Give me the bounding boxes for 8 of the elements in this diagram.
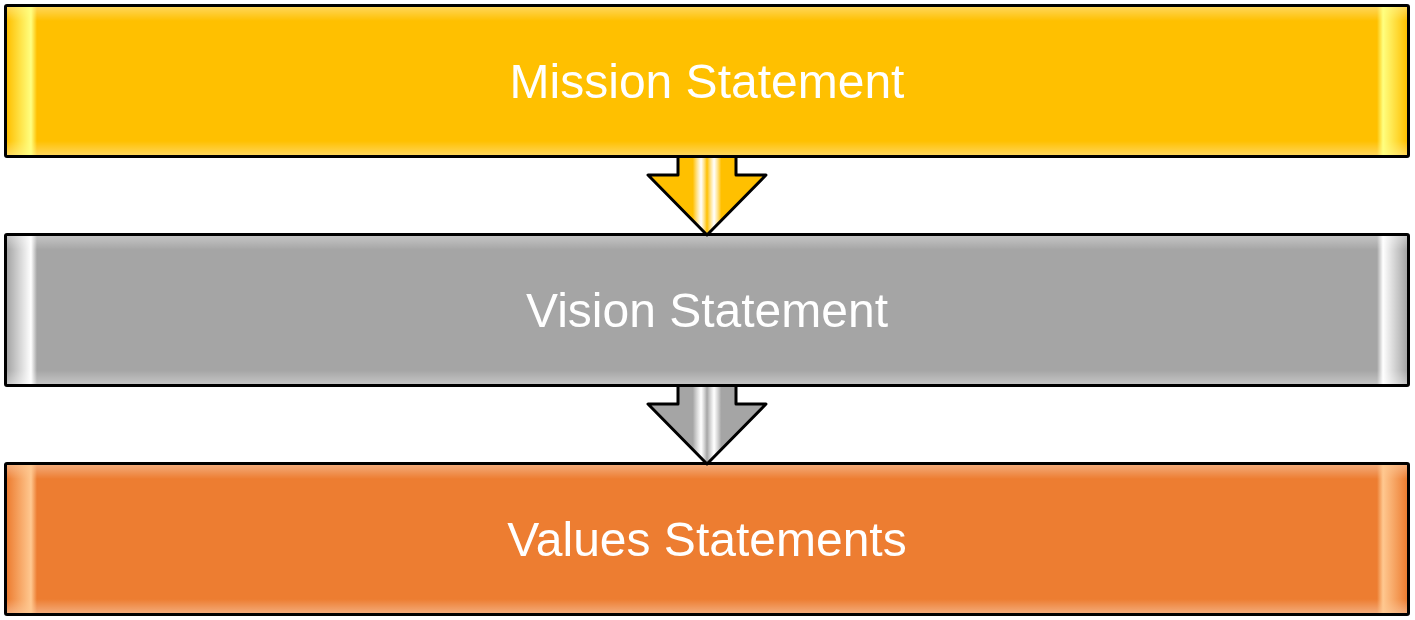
process-box — [4, 233, 1410, 387]
process-box — [4, 4, 1410, 158]
box-title: Mission Statement — [509, 53, 905, 109]
block-arrow — [646, 156, 768, 237]
block-arrow — [646, 385, 768, 466]
box-title: Values Statements — [507, 511, 907, 567]
process-box — [4, 462, 1410, 616]
box-title: Vision Statement — [526, 282, 888, 338]
